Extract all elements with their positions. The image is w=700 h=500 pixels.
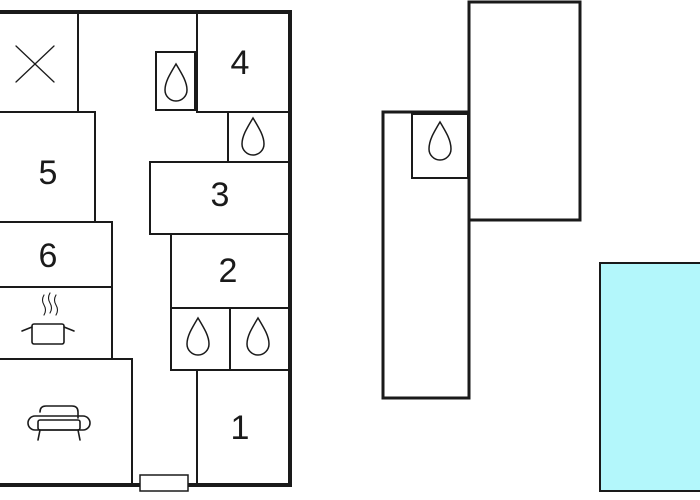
room-3 [149,161,291,235]
room-2-label: 2 [219,252,238,290]
room-cross [0,11,79,113]
annex-upper-block [467,0,582,222]
room-3-label: 3 [211,176,230,214]
water-drop-icon [241,116,265,156]
living-room [0,358,133,486]
cross-icon [15,45,55,83]
room-1-label: 1 [231,409,250,447]
entrance-door [139,474,189,492]
water-drop-icon [428,120,452,161]
cooking-pot-icon [21,292,75,345]
sofa-icon [27,405,91,441]
room-4-label: 4 [231,44,250,82]
water-drop-icon [164,62,188,102]
room-6-label: 6 [39,237,58,275]
water-drop-icon [186,316,210,356]
main-building: 5 6 4 3 2 [0,10,292,492]
room-5 [0,111,96,223]
annex-building [381,0,582,400]
room-1 [196,369,291,486]
kitchen [0,286,113,360]
water-drop-icon [246,316,270,356]
swimming-pool [599,262,700,492]
room-5-label: 5 [39,154,58,192]
